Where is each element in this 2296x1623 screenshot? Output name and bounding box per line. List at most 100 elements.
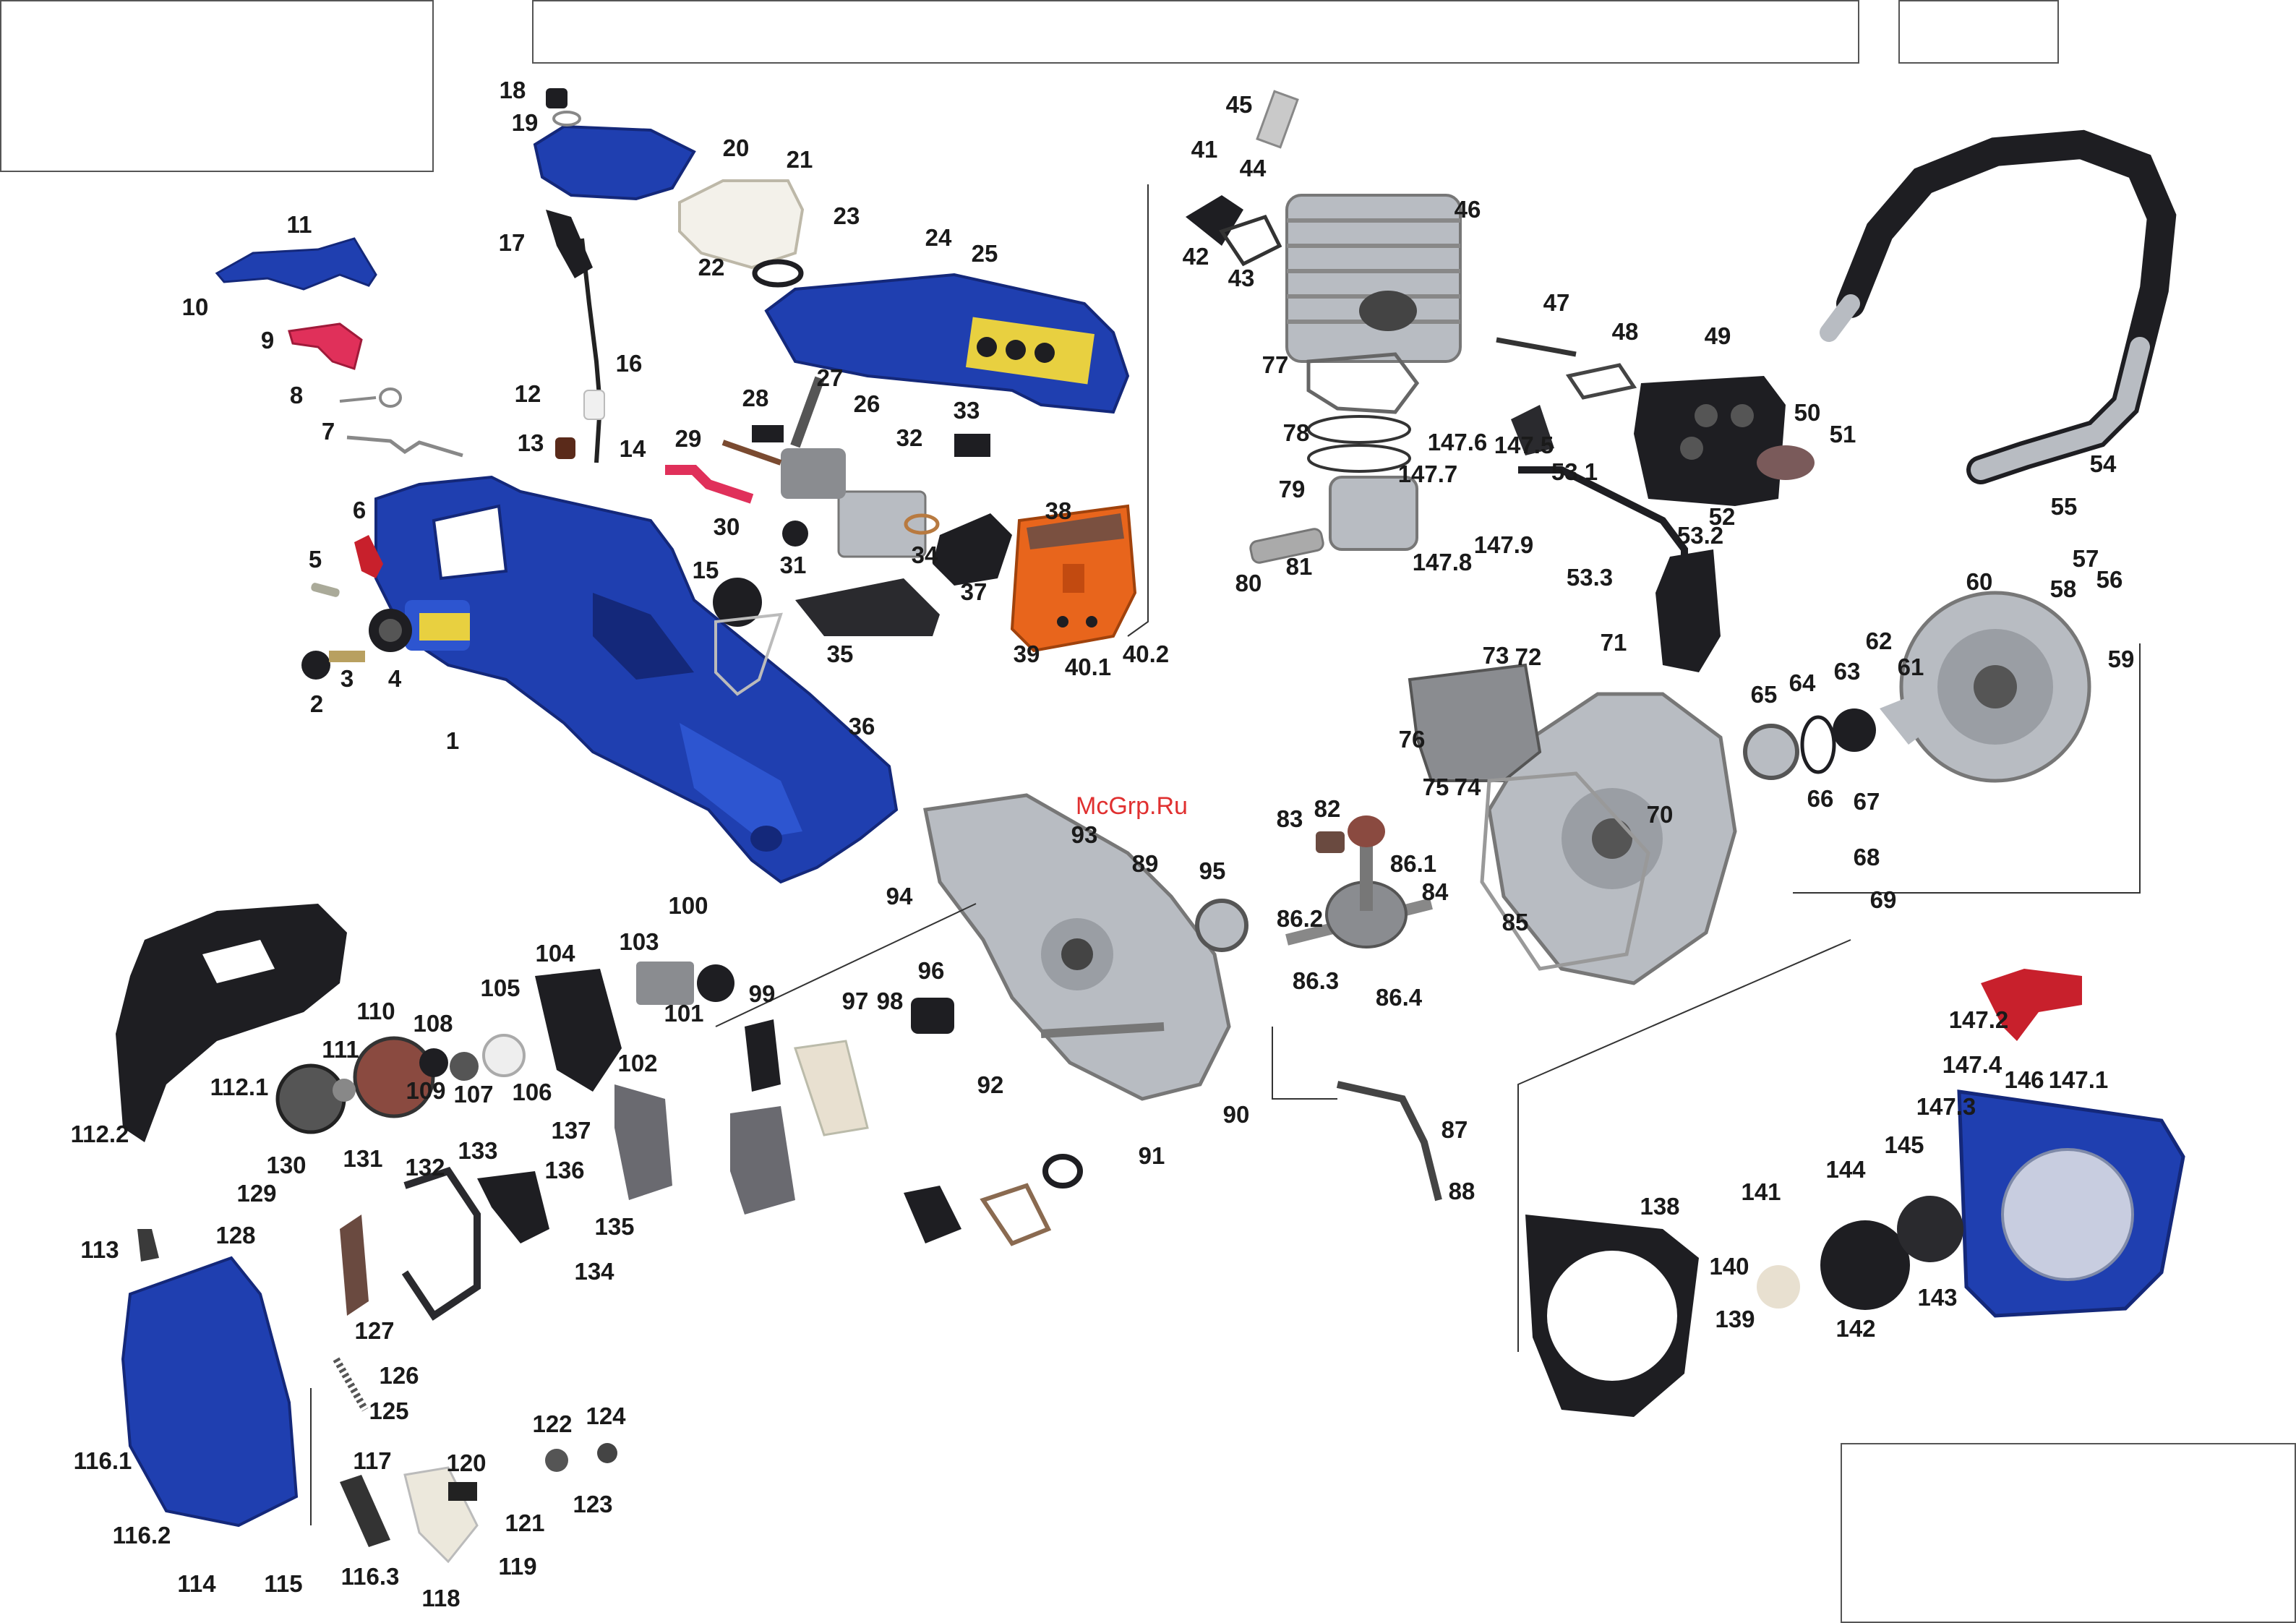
callout-label: 106 (512, 1079, 552, 1105)
callout-label: 86.2 (1277, 905, 1323, 932)
callout-label: 91 (1139, 1142, 1165, 1169)
callout-label: 20 (723, 134, 750, 161)
insulator-block (933, 513, 1012, 586)
callout-label: 146 (2004, 1066, 2044, 1093)
handle-foot (1820, 294, 1860, 342)
callout-label: 55 (2051, 493, 2078, 520)
callout-label: 21 (787, 146, 813, 173)
flywheel (1899, 591, 2091, 783)
washer-119 (545, 1449, 568, 1472)
callout-label: 108 (413, 1010, 453, 1037)
callout-label: 11 (287, 211, 312, 238)
callout-label: 83 (1277, 805, 1303, 832)
callout-label: 17 (499, 229, 526, 256)
callout-label: 111 (322, 1036, 359, 1063)
callout-label: 54 (2090, 450, 2117, 477)
callout-label: 26 (854, 390, 881, 417)
callout-label: 142 (1835, 1315, 1875, 1342)
needle-cage (419, 1048, 448, 1077)
air-cover (533, 124, 696, 201)
callout-label: 47 (1543, 289, 1570, 316)
filler-cap (713, 578, 762, 627)
brake-handle-slot (202, 940, 275, 983)
cap-strap (714, 612, 783, 696)
callout-label: 3 (340, 665, 354, 692)
brake-lever (477, 1171, 549, 1243)
starter-housing (1957, 1089, 2185, 1318)
callout-label: 116.1 (74, 1447, 132, 1474)
callout-label: 50 (1794, 399, 1821, 426)
muffler (1634, 376, 1815, 506)
callout-label: 98 (877, 988, 904, 1014)
callout-label: 39 (1014, 641, 1040, 667)
callout-label: 16 (616, 350, 643, 377)
throttle-lock (215, 237, 377, 291)
crankcase-insert (1408, 663, 1542, 782)
callout-label: 18 (500, 77, 526, 103)
callout-label: 35 (827, 641, 854, 667)
callout-label: 1 (446, 727, 459, 754)
top-cover (764, 273, 1130, 414)
crankcase-right (1487, 692, 1737, 985)
callout-label: 33 (954, 397, 980, 424)
guard-plate (535, 969, 622, 1092)
oil-pump (636, 962, 694, 1005)
callout-label: 49 (1705, 322, 1731, 349)
callout-label: 13 (518, 429, 544, 456)
callout-labels: 1 2 3 4 5 6 7 8 9 10 11 12 13 14 15 16 1… (71, 77, 2135, 1611)
front-handle-metal (1971, 337, 2150, 480)
callout-label: 32 (896, 424, 923, 451)
callout-label: 85 (1502, 909, 1529, 935)
seal-left (911, 998, 954, 1034)
callout-label: 40.1 (1065, 654, 1111, 680)
callout-label: 30 (714, 513, 740, 540)
o-ring (752, 259, 804, 288)
piston-ring-upper (1307, 415, 1411, 444)
brake-band (401, 1167, 481, 1321)
callout-label: 140 (1709, 1253, 1749, 1280)
spring-loop (379, 387, 402, 408)
callout-label: 34 (912, 541, 938, 568)
callout-label: 97 (842, 988, 869, 1014)
callout-label: 68 (1854, 844, 1880, 870)
callout-label: 41 (1191, 136, 1218, 163)
callout-label: 63 (1834, 658, 1861, 685)
bearing-right (1743, 724, 1799, 780)
clutch-bearing (450, 1052, 479, 1081)
footer-box-right (1841, 1443, 2296, 1623)
callout-label: 96 (918, 957, 945, 984)
callout-label: 9 (261, 327, 274, 354)
clutch-shoes (275, 1063, 346, 1134)
callout-label: 86.4 (1376, 984, 1423, 1011)
callout-label: 76 (1399, 726, 1426, 753)
callout-label: 147.4 (1942, 1051, 2002, 1078)
callout-label: 95 (1199, 857, 1226, 884)
callout-label: 65 (1751, 681, 1778, 708)
air-filter (678, 179, 805, 270)
callout-label: 89 (1132, 850, 1159, 877)
callout-label: 132 (405, 1154, 445, 1181)
starter-grip (1981, 969, 2082, 1041)
callout-label: 136 (544, 1157, 584, 1183)
callout-label: 147.2 (1949, 1006, 2009, 1033)
callout-label: 134 (574, 1258, 614, 1285)
carburetor (752, 376, 990, 558)
cylinder (1285, 194, 1462, 363)
callout-label: 8 (290, 382, 303, 408)
callout-label: 116.2 (113, 1522, 171, 1549)
callout-label: 12 (515, 380, 541, 407)
callout-label: 74 (1455, 774, 1481, 800)
callout-label: 147.9 (1474, 531, 1534, 558)
bolt-part (329, 651, 365, 662)
callout-label: 125 (369, 1397, 408, 1424)
clutch-drum (353, 1036, 435, 1118)
brake-plate-139 (730, 1106, 795, 1215)
nut-111 (137, 1229, 159, 1262)
callout-label: 113 (80, 1236, 119, 1263)
brake-plate-136 (614, 1084, 672, 1200)
callout-label: 109 (406, 1077, 445, 1104)
rod-part (721, 440, 782, 466)
wire-spring (339, 396, 377, 403)
callout-label: 110 (356, 998, 395, 1024)
circlip (1800, 715, 1836, 774)
